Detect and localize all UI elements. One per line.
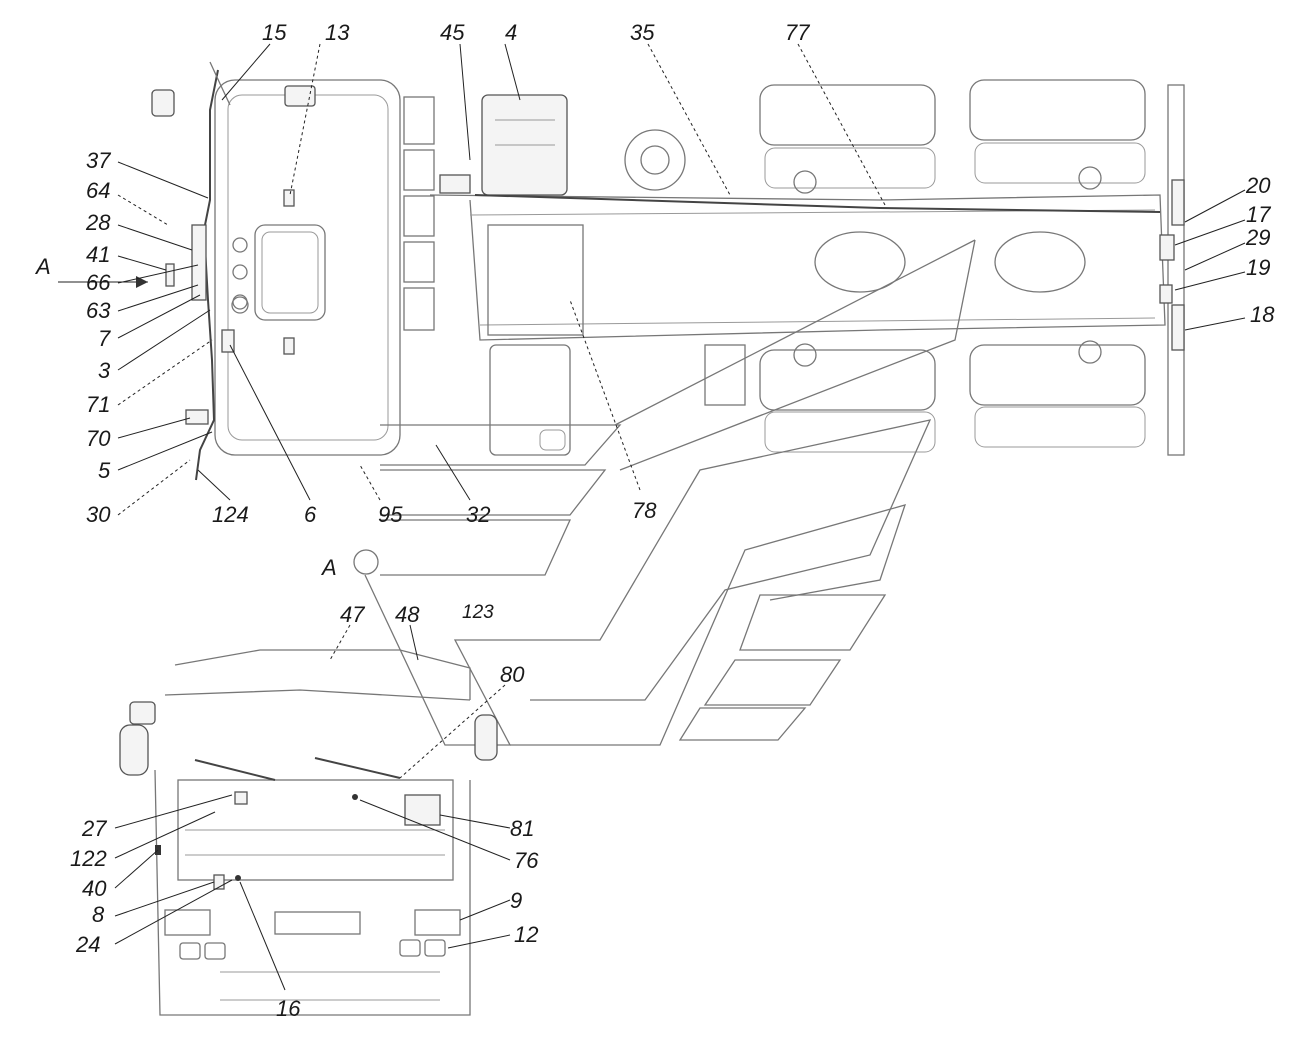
wiper-left — [194, 759, 276, 781]
callout-71: 71 — [86, 392, 110, 417]
chassis-top-view — [429, 79, 1185, 456]
callout-12: 12 — [514, 922, 538, 947]
cab-roof-box — [283, 189, 295, 207]
callout-63: 63 — [86, 298, 111, 323]
callout-24: 24 — [75, 932, 100, 957]
callout-48: 48 — [395, 602, 420, 627]
callout-27: 27 — [81, 816, 107, 841]
callout-81: 81 — [510, 816, 534, 841]
callout-80: 80 — [500, 662, 525, 687]
cab-top-view — [151, 61, 435, 481]
callout-20: 20 — [1245, 173, 1271, 198]
callout-17: 17 — [1246, 202, 1271, 227]
stripe-decal — [364, 239, 976, 746]
callout-8: 8 — [92, 902, 105, 927]
wiper-right — [314, 757, 401, 779]
callout-95: 95 — [378, 502, 403, 527]
chassis-harness — [474, 194, 1161, 213]
view-circle-label: A — [320, 555, 337, 580]
callout-15: 15 — [262, 20, 287, 45]
mirror-front-left — [119, 724, 149, 776]
cab-front-view — [119, 649, 498, 1016]
roof-lamp — [284, 85, 316, 107]
callout-7: 7 — [98, 326, 111, 351]
callout-13: 13 — [325, 20, 350, 45]
front-harness — [195, 69, 219, 481]
leader-lines — [114, 43, 1246, 991]
callout-41: 41 — [86, 242, 110, 267]
callout-122: 122 — [70, 846, 107, 871]
callout-29: 29 — [1245, 225, 1270, 250]
callout-6: 6 — [304, 502, 317, 527]
callout-76: 76 — [514, 848, 539, 873]
callout-70: 70 — [86, 426, 111, 451]
callout-3: 3 — [98, 358, 111, 383]
callout-9: 9 — [510, 888, 522, 913]
callout-64: 64 — [86, 178, 110, 203]
mirror-front-right — [474, 714, 498, 761]
front-panel-module — [404, 794, 441, 826]
callout-47: 47 — [340, 602, 365, 627]
callout-5: 5 — [98, 458, 111, 483]
mirror-left — [151, 89, 175, 117]
callout-32: 32 — [466, 502, 490, 527]
callout-19: 19 — [1246, 255, 1270, 280]
rear-lamp-right — [1171, 179, 1185, 226]
callout-40: 40 — [82, 876, 107, 901]
callout-30: 30 — [86, 502, 111, 527]
callout-78: 78 — [632, 498, 657, 523]
view-arrow-label: A — [34, 254, 51, 279]
rear-lamp-left — [1171, 304, 1185, 351]
callout-28: 28 — [85, 210, 111, 235]
callout-45: 45 — [440, 20, 465, 45]
callout-16: 16 — [276, 996, 301, 1021]
callout-123: 123 — [462, 602, 494, 623]
callout-4: 4 — [505, 20, 517, 45]
callout-124: 124 — [212, 502, 249, 527]
callout-77: 77 — [785, 20, 810, 45]
view-marker: A A — [34, 254, 379, 580]
callout-35: 35 — [630, 20, 655, 45]
callout-labels: 15 13 45 4 35 77 37 64 28 41 66 63 7 3 7… — [70, 20, 1275, 1021]
view-circle — [353, 549, 379, 575]
callout-66: 66 — [86, 270, 111, 295]
callout-18: 18 — [1250, 302, 1275, 327]
callout-37: 37 — [86, 148, 111, 173]
